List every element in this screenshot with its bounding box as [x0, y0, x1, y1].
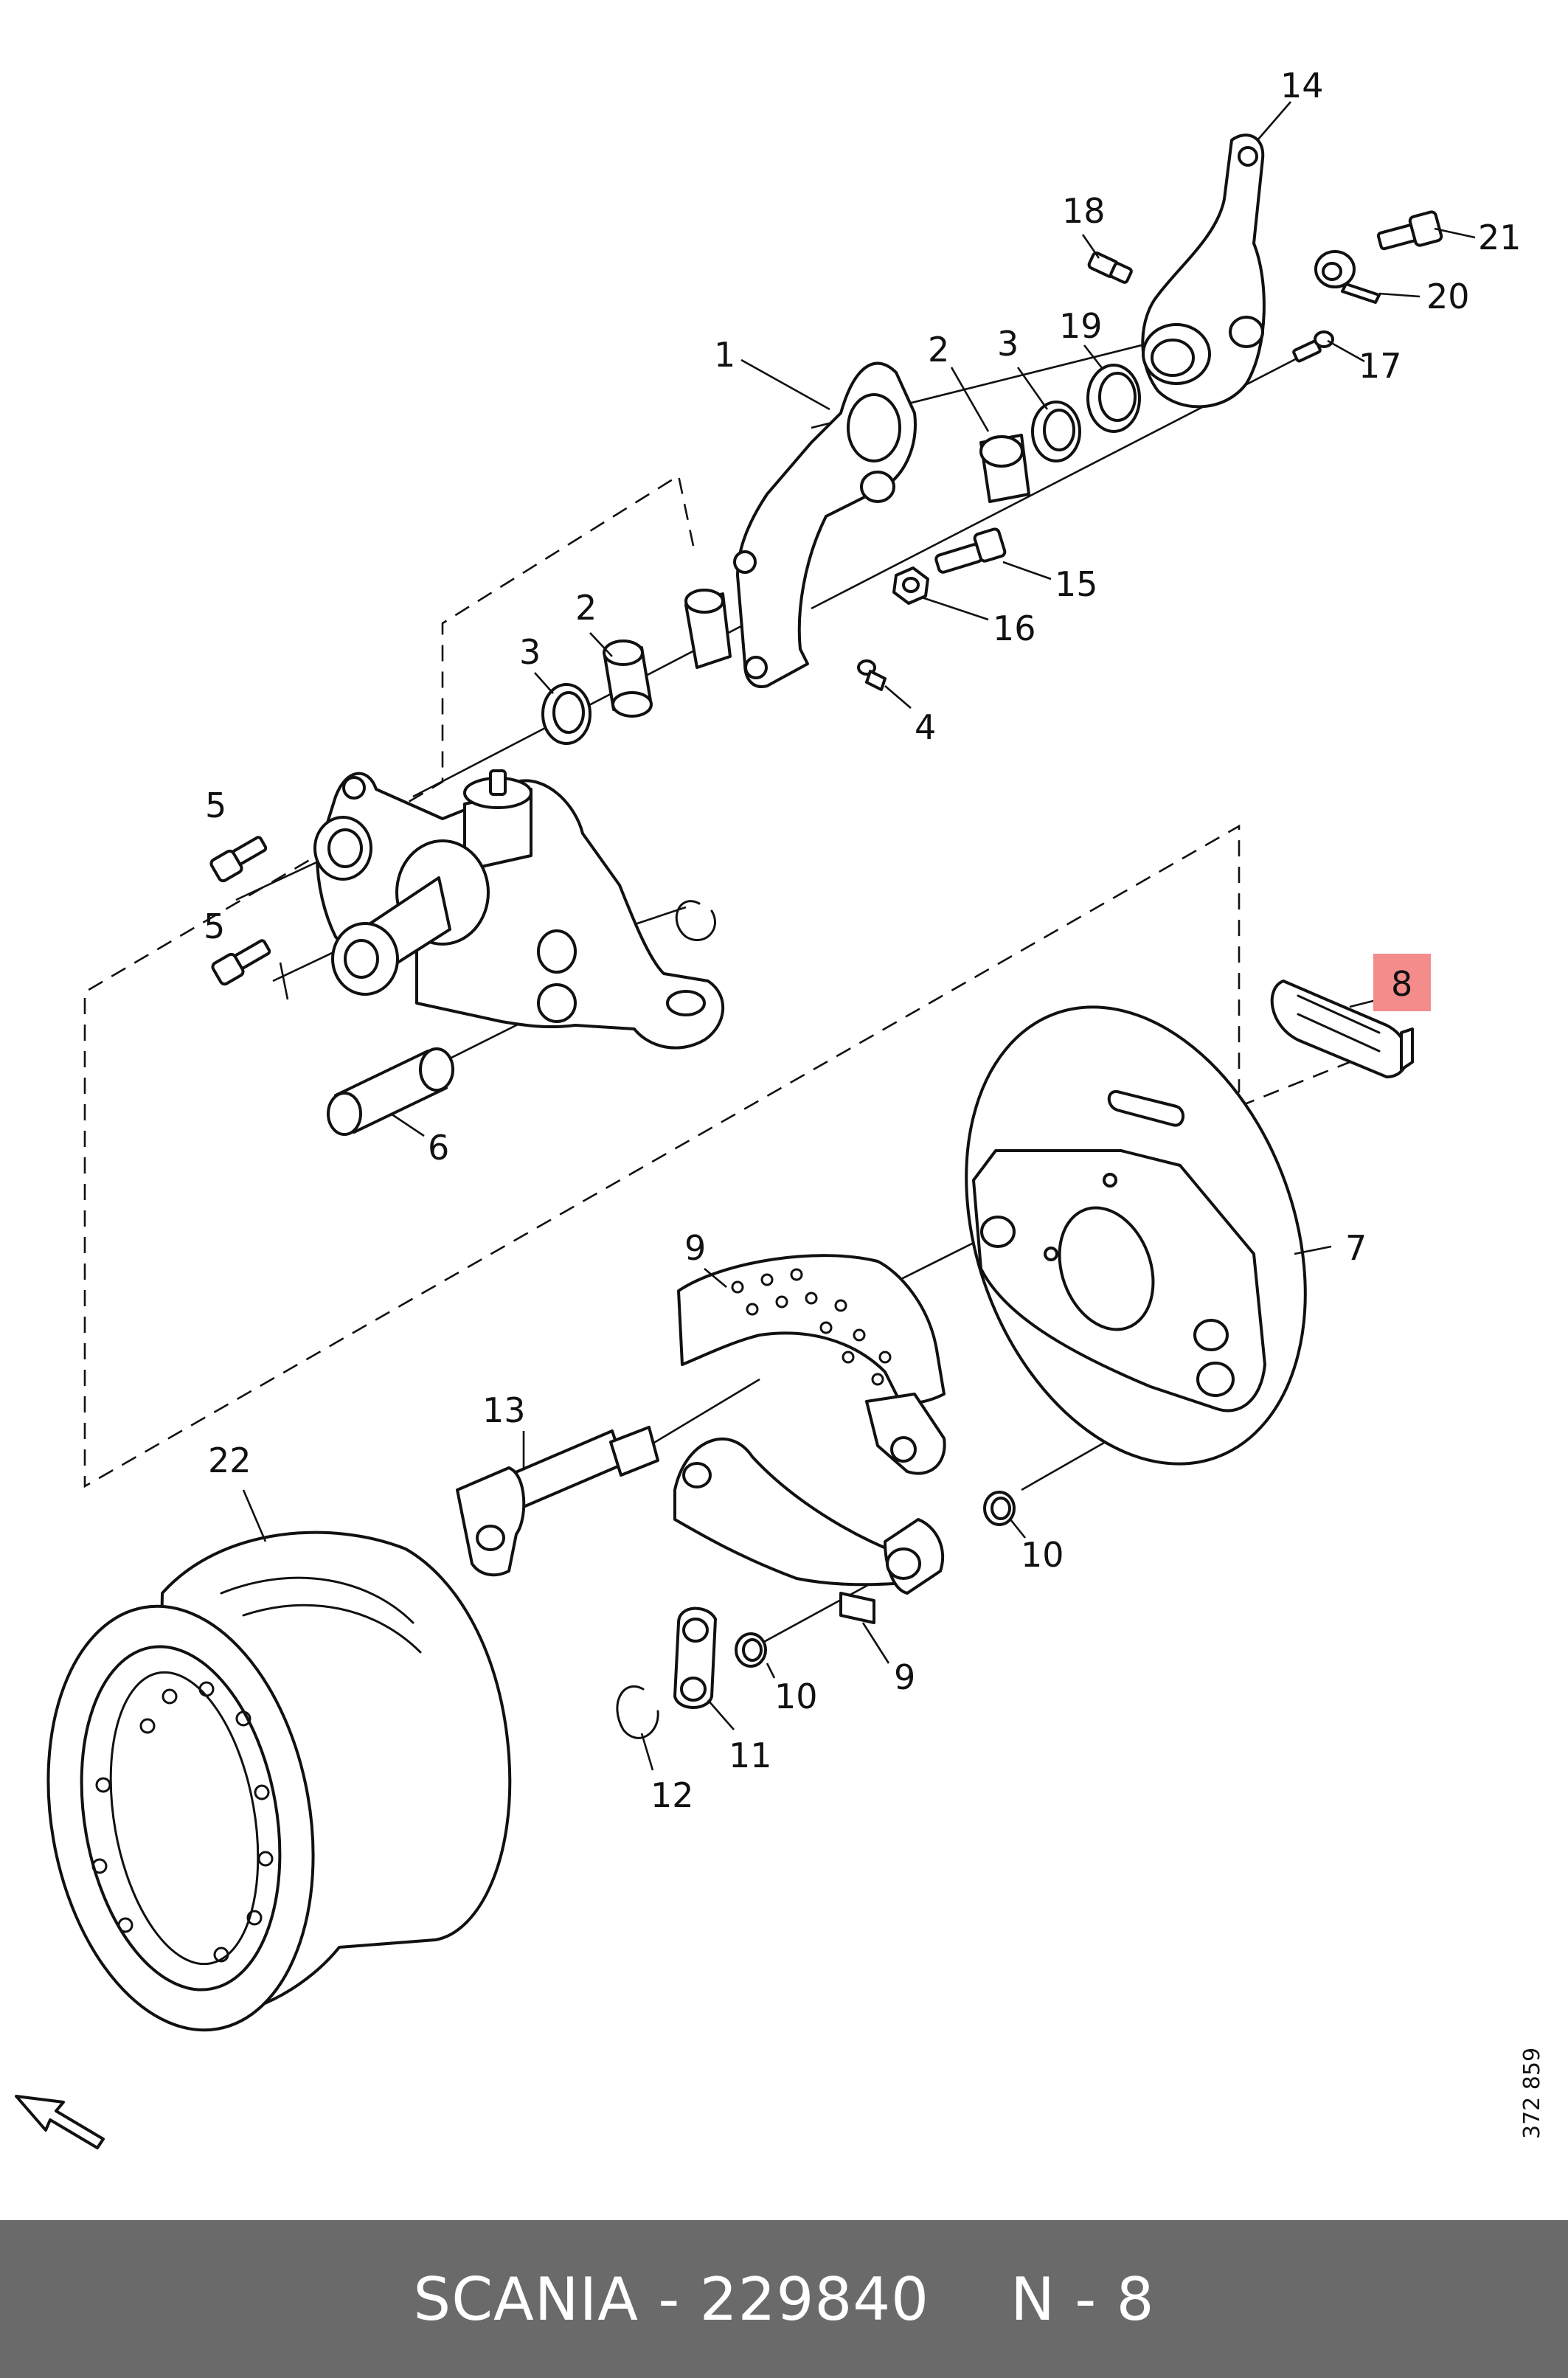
circlip-knuckle: [675, 900, 717, 942]
part-1-bracket: [684, 361, 917, 688]
exploded-parts-diagram: 1 2 3 19 14 18 21 20 17 15 16 2 3 4 5 5 …: [15, 66, 1522, 2149]
part-10-ring-lower: [735, 1632, 767, 1668]
part-10-ring-upper: [983, 1491, 1016, 1526]
callout-2: 2: [575, 588, 597, 628]
part-6-pin: [327, 1047, 454, 1136]
callout-8: 8: [1391, 964, 1412, 1004]
part-9-brake-shoe-upper: [677, 1254, 946, 1475]
callout-9: 9: [894, 1657, 915, 1697]
part-19-seal: [1086, 364, 1141, 433]
footer-part-number: 229840: [699, 2264, 930, 2334]
part-12-circlip: [616, 1685, 659, 1739]
part-15-bolt: [934, 527, 1007, 574]
footer-bar: SCANIA - 229840 N - 8: [0, 2220, 1568, 2378]
callout-10: 10: [1021, 1535, 1064, 1575]
callout-12: 12: [651, 1775, 694, 1815]
steering-knuckle: [313, 769, 725, 1050]
callout-leaders: [242, 101, 1476, 1771]
callout-2: 2: [928, 330, 949, 370]
part-8-cover: [1270, 980, 1414, 1078]
part-21-bolt: [1376, 210, 1443, 251]
drawing-code: 372 859: [1519, 2047, 1545, 2139]
callout-3: 3: [519, 632, 541, 672]
callout-6: 6: [428, 1128, 449, 1168]
part-13-camshaft: [456, 1426, 659, 1577]
callout-19: 19: [1059, 306, 1103, 346]
part-20-bracket: [1314, 250, 1381, 304]
callout-10: 10: [774, 1677, 818, 1716]
footer-ref-prefix: N: [1010, 2264, 1055, 2334]
part-3-seal-mid: [541, 683, 592, 745]
footer-separator: -: [658, 2264, 681, 2334]
callout-1: 1: [714, 335, 735, 375]
callout-4: 4: [915, 707, 936, 747]
callout-20: 20: [1426, 277, 1470, 316]
part-2-bushing-top: [979, 434, 1030, 503]
part-9-brake-shoe-lower: [673, 1437, 945, 1624]
callout-9: 9: [684, 1228, 706, 1268]
footer-brand: SCANIA: [413, 2264, 639, 2334]
callout-11: 11: [729, 1736, 772, 1775]
callout-13: 13: [482, 1390, 526, 1430]
footer-ref-separator: -: [1075, 2264, 1097, 2334]
footer-ref-number: 8: [1116, 2264, 1155, 2334]
dashed-guide-lines: [83, 474, 1350, 1488]
callout-15: 15: [1055, 564, 1098, 604]
arrow-icon: [15, 2095, 105, 2149]
callout-14: 14: [1280, 66, 1324, 105]
callout-3: 3: [997, 324, 1019, 364]
part-11-link-plate: [673, 1606, 717, 1709]
callout-22: 22: [208, 1441, 251, 1480]
part-5-bolt-upper: [209, 836, 268, 883]
callouts: 1 2 3 19 14 18 21 20 17 15 16 2 3 4 5 5 …: [204, 66, 1522, 1815]
callout-5: 5: [205, 786, 226, 825]
part-3-seal-top: [1031, 401, 1081, 462]
callout-21: 21: [1478, 218, 1522, 257]
callout-17: 17: [1359, 346, 1402, 386]
part-18-grease-nipple: [1087, 252, 1133, 284]
part-7-backing-plate: [965, 1005, 1307, 1466]
callout-8-highlight: [1373, 954, 1431, 1011]
part-5-bolt-lower: [211, 939, 271, 986]
part-4-grease-nipple: [857, 659, 887, 691]
callout-18: 18: [1062, 191, 1106, 231]
part-14-slack-adjuster-arm: [1141, 134, 1266, 409]
callout-7: 7: [1345, 1228, 1367, 1268]
part-16-nut: [892, 566, 929, 605]
part-2-bushing-mid: [603, 639, 653, 718]
callout-5: 5: [204, 907, 225, 946]
callout-16: 16: [993, 609, 1036, 648]
part-17-screw: [1292, 330, 1334, 363]
part-22-brake-drum: [46, 1531, 512, 2032]
